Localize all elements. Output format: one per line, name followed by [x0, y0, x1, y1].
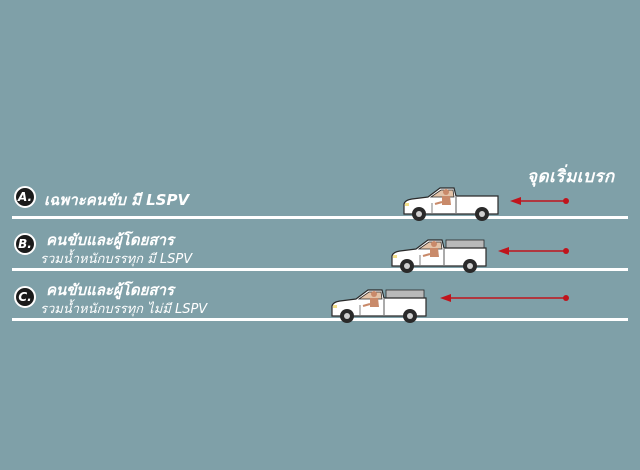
row-a-title: เฉพาะคนขับ มี LSPV: [44, 191, 190, 209]
pickup-truck-icon: [330, 288, 428, 325]
lane-line-a: [12, 216, 628, 219]
row-b-subtitle: รวมน้ำหนักบรรทุก มี LSPV: [40, 252, 193, 267]
row-c-title: คนขับและผู้โดยสาร: [46, 281, 174, 299]
lane-line-b: [12, 268, 628, 271]
brake-arrow-icon: [440, 294, 569, 302]
lane-line-c: [12, 318, 628, 321]
brake-arrow-icon: [510, 197, 569, 205]
pickup-truck-icon: [390, 238, 488, 275]
row-b-badge: B.: [14, 233, 36, 255]
pickup-truck-icon: [402, 186, 500, 223]
row-a-badge: A.: [14, 186, 36, 208]
row-c-subtitle: รวมน้ำหนักบรรทุก ไม่มี LSPV: [40, 302, 208, 317]
row-c-badge: C.: [14, 286, 36, 308]
braking-start-label: จุดเริ่มเบรก: [527, 167, 615, 187]
brake-arrow-icon: [498, 247, 569, 255]
row-b-title: คนขับและผู้โดยสาร: [46, 231, 174, 249]
